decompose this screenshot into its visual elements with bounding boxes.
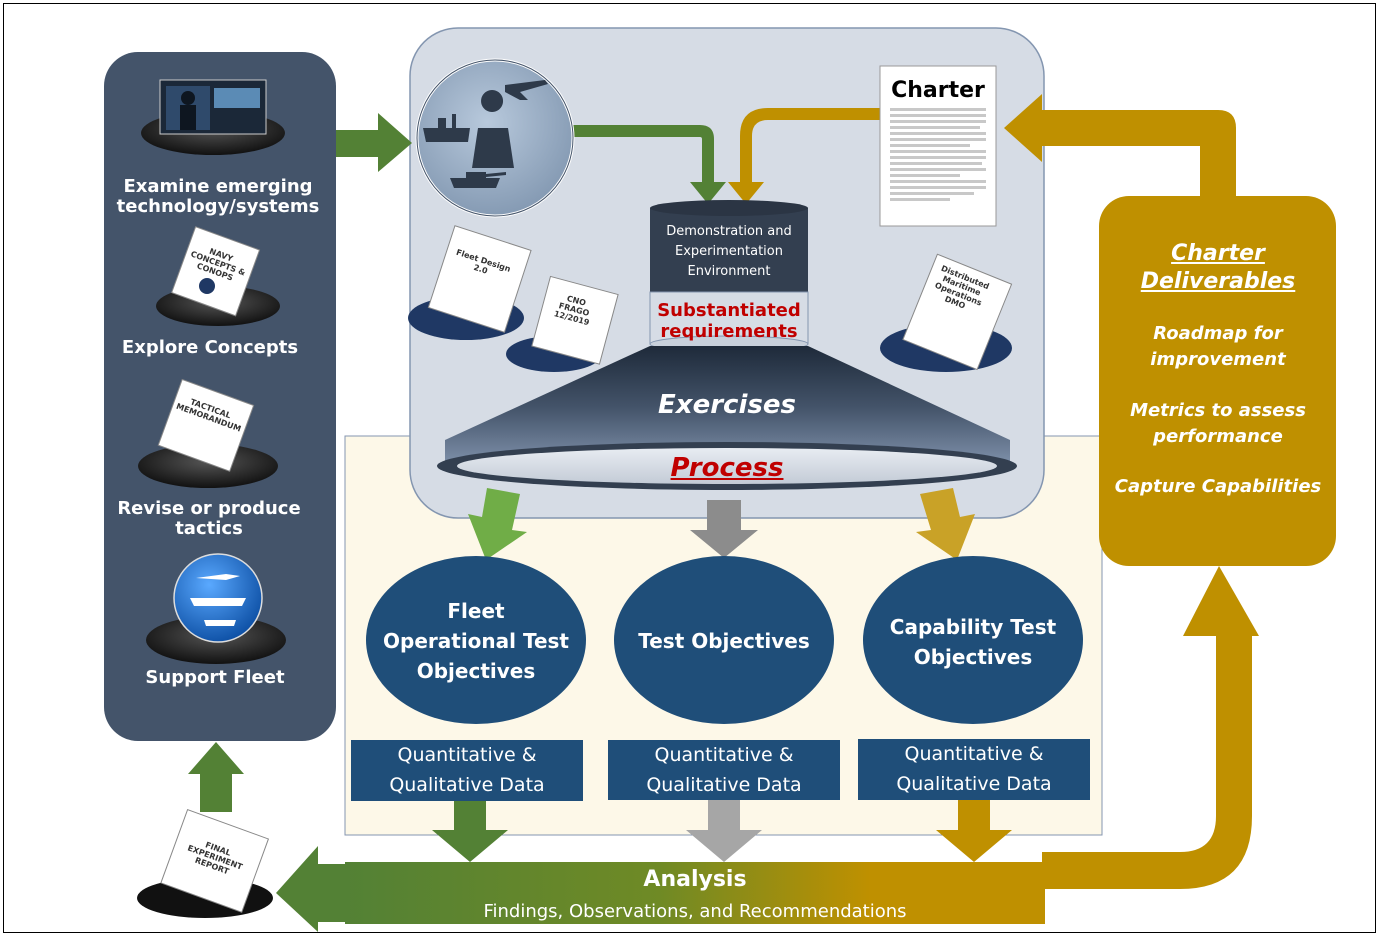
gold-down-arrow: [916, 488, 975, 560]
capability-objectives-ellipse: [863, 556, 1083, 724]
deliverables-title: Charter Deliverables: [1140, 241, 1296, 294]
navy-seal-icon: [199, 278, 215, 294]
fleet-data-box: Quantitative & Qualitative Data: [351, 740, 583, 801]
tank-icon: [450, 172, 506, 188]
military-image-border: [416, 59, 574, 217]
fleet-to-analysis-arrow: [432, 801, 508, 862]
revise-label: Revise or produce tactics: [117, 498, 301, 539]
charter-to-environment-arrow: [728, 108, 880, 204]
test-objectives-label: Test Objectives: [638, 629, 810, 653]
analysis-bar: [345, 862, 1045, 924]
concepts-doc: [171, 226, 261, 317]
to-center-arrow: [336, 113, 412, 172]
capability-to-analysis-arrow: [936, 800, 1012, 862]
report-to-left-arrow: [188, 742, 244, 812]
green-down-arrow: [468, 488, 527, 560]
test-data-box: Quantitative & Qualitative Data: [608, 740, 840, 800]
analysis-title: Analysis: [643, 867, 747, 892]
requirements-label: Substantiated requirements: [657, 300, 801, 342]
circle-to-environment-arrow: [570, 125, 726, 204]
charter-return-arrow: [1004, 94, 1236, 198]
dmo-doc: [902, 253, 1013, 371]
charter-text-lines: [890, 108, 986, 201]
gray-down-arrow: [690, 500, 758, 558]
exercises-label: Exercises: [658, 390, 796, 420]
support-label: Support Fleet: [145, 667, 285, 688]
process-label: Process: [670, 453, 784, 483]
deliverable-roadmap: Roadmap for improvement: [1150, 323, 1286, 370]
fleet-objectives-ellipse: [366, 556, 586, 724]
environment-cylinder-top: [650, 208, 808, 293]
tactics-doc: [157, 378, 255, 472]
analysis-subtitle: Findings, Observations, and Recommendati…: [483, 901, 907, 922]
capability-objectives-label: Capability Test Objectives: [889, 615, 1057, 669]
analysis-left-arrow: [276, 846, 350, 932]
tactics-platform: [138, 444, 278, 488]
diagram-border: [3, 3, 1376, 933]
requirements-cylinder-bottom: [649, 291, 809, 345]
examine-label: Examine emerging technology/systems: [116, 176, 320, 217]
jet-icon: [505, 80, 548, 100]
fleet-silhouette-icon: [190, 574, 246, 626]
deliverable-capabilities: Capture Capabilities: [1114, 476, 1322, 497]
fleet-design-doc: [427, 225, 532, 333]
charter-title: Charter: [891, 78, 985, 103]
test-to-analysis-arrow: [686, 800, 762, 862]
capability-data-box: Quantitative & Qualitative Data: [858, 739, 1090, 800]
loop-arrow-up: [1042, 566, 1259, 889]
ship-icon: [423, 114, 470, 142]
explore-label: Explore Concepts: [121, 337, 299, 358]
exercises-funnel: [445, 346, 1010, 470]
soldier-icon: [472, 90, 514, 168]
final-report-doc: [160, 808, 270, 913]
deliverables-box: [1099, 196, 1336, 566]
environment-label: Demonstration and Experimentation Enviro…: [666, 224, 792, 279]
process-ellipse: [457, 448, 997, 484]
deliverable-metrics: Metrics to assess performance: [1130, 400, 1306, 447]
test-objectives-ellipse: [614, 556, 834, 724]
fleet-objectives-label: Fleet Operational Test Objectives: [383, 599, 569, 683]
cno-frago-doc: [531, 275, 619, 365]
